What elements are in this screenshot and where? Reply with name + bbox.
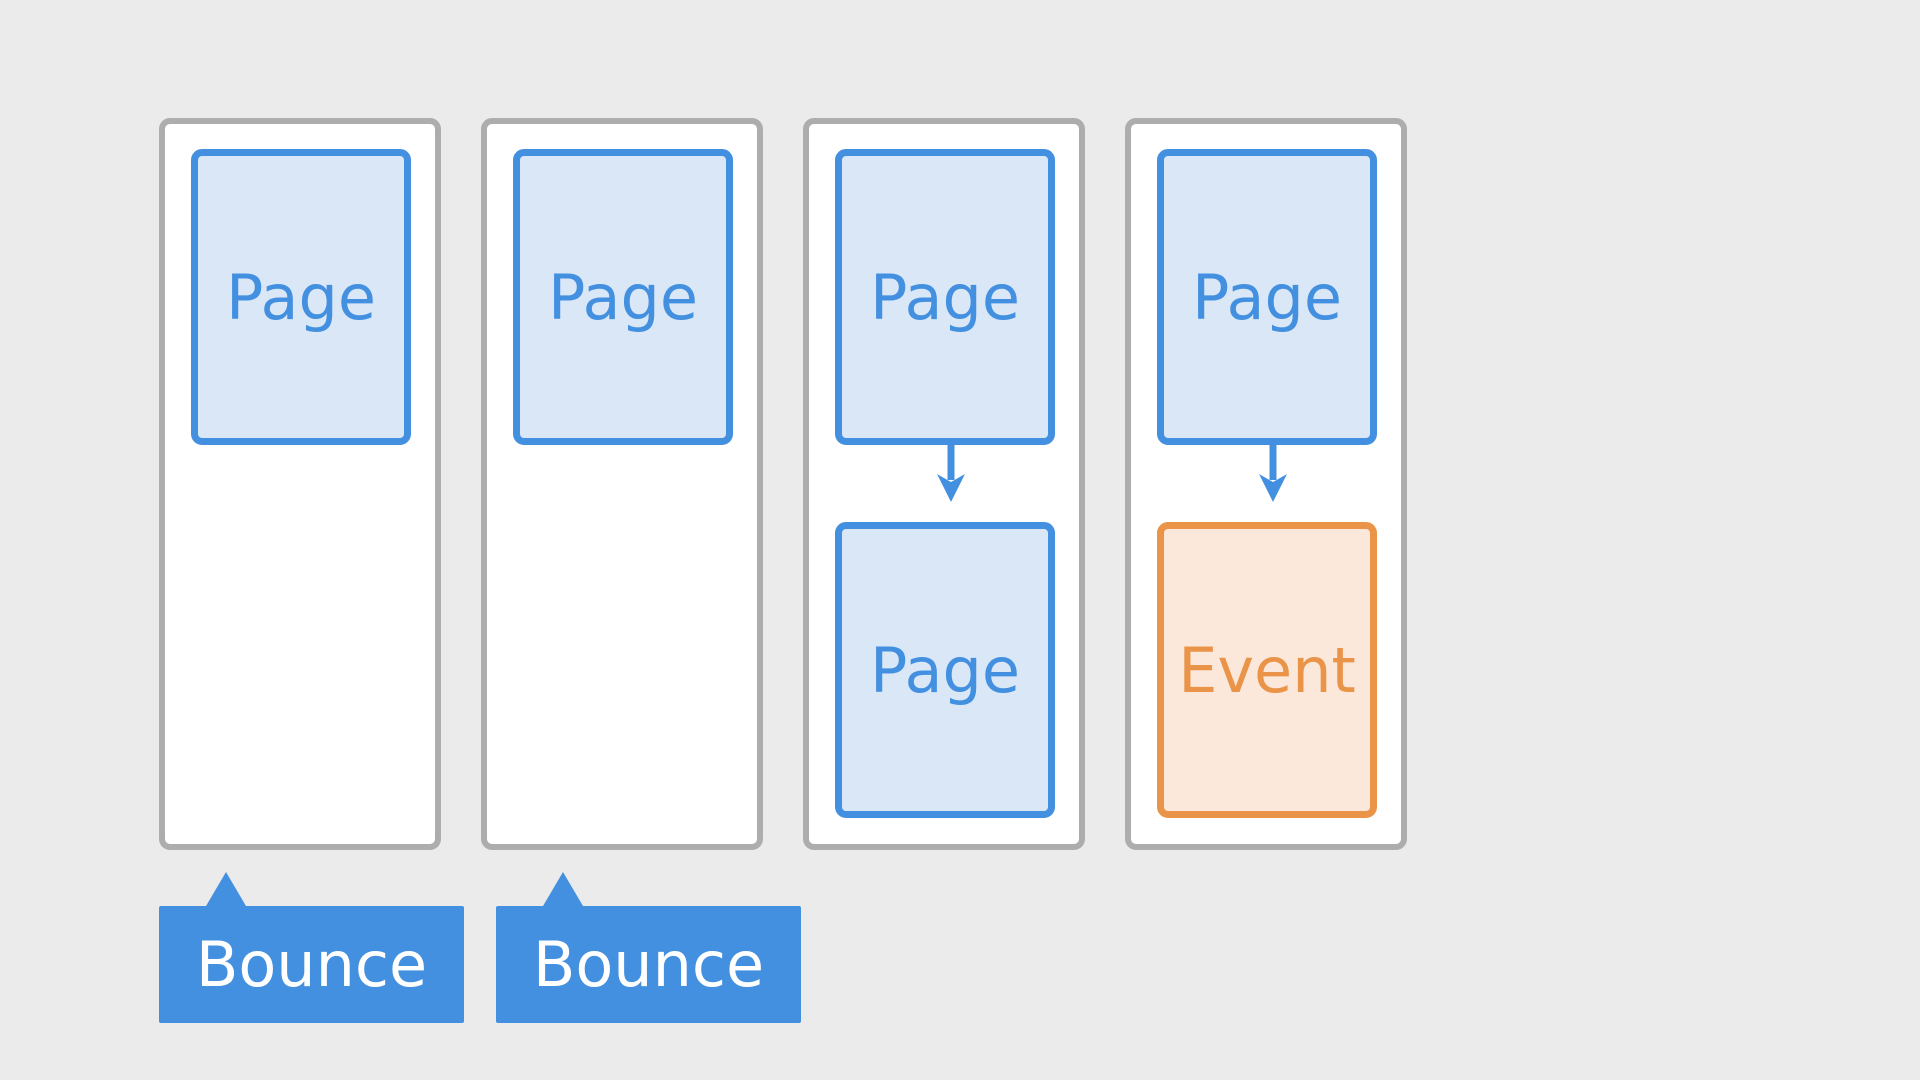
session-box-4: Page Event xyxy=(1125,118,1407,850)
down-arrow-icon xyxy=(937,444,965,502)
session-box-1: Page xyxy=(159,118,441,850)
event-card: Event xyxy=(1157,522,1377,818)
page-card: Page xyxy=(191,149,411,445)
bounce-label: Bounce xyxy=(159,872,464,1023)
session-box-2: Page xyxy=(481,118,763,850)
page-card: Page xyxy=(1157,149,1377,445)
page-card: Page xyxy=(513,149,733,445)
session-box-3: Page Page xyxy=(803,118,1085,850)
page-card: Page xyxy=(835,149,1055,445)
down-arrow-icon xyxy=(1259,444,1287,502)
bounce-label: Bounce xyxy=(496,872,801,1023)
page-card: Page xyxy=(835,522,1055,818)
